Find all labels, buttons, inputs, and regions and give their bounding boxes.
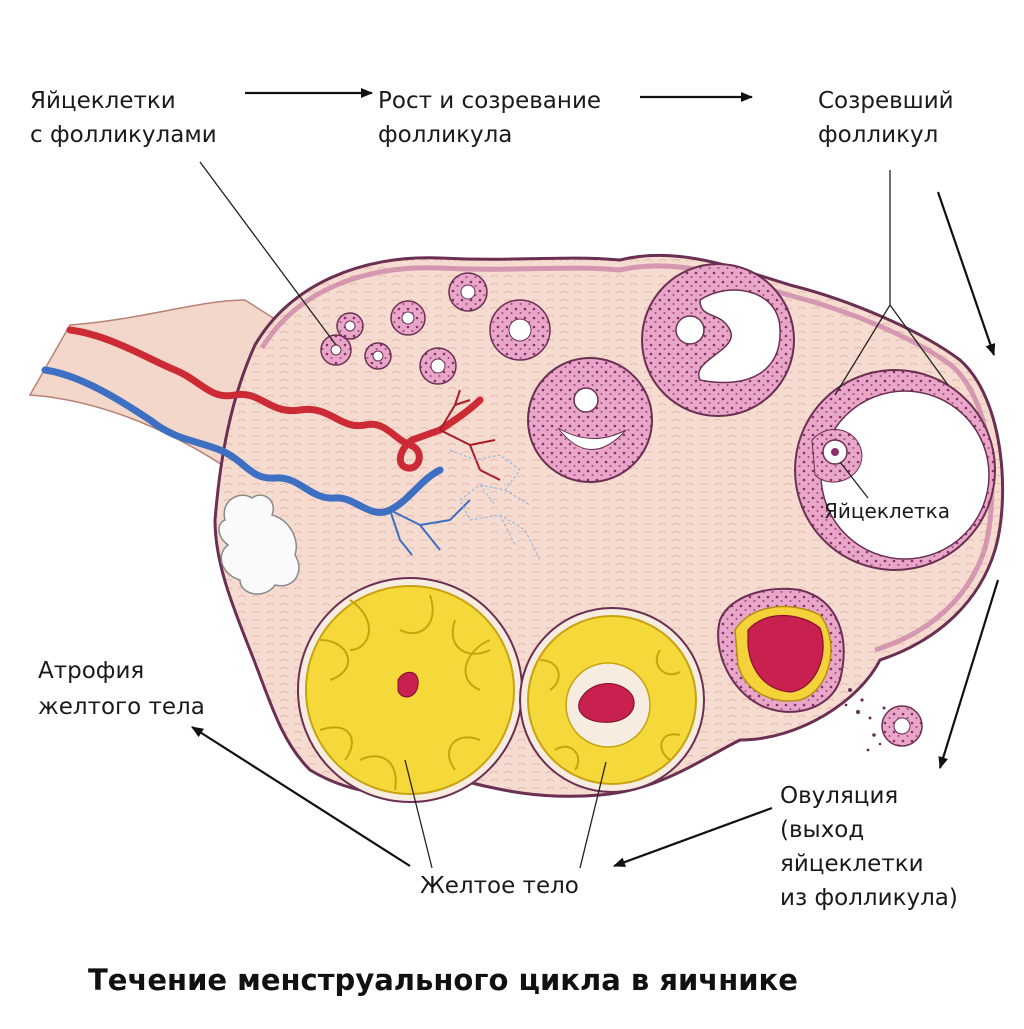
arrow-luteum-to-atrophy [191, 726, 411, 867]
label-atrophy-line2: желтого тела [38, 694, 205, 720]
label-eggs-follicles-line1: Яйцеклетки [30, 88, 176, 114]
pointer-mature-left [834, 304, 891, 396]
pointer-luteum-large [404, 759, 433, 869]
corpus-luteum-large [297, 577, 523, 803]
label-egg: Яйцеклетка [824, 499, 950, 523]
ovary-surface-layer [259, 263, 995, 653]
corpus-luteum-small [519, 607, 705, 793]
antral-follicle [641, 263, 795, 417]
growing-follicle [527, 357, 653, 483]
pointer-eggs [199, 161, 337, 346]
label-ovulation-line4: из фолликула) [780, 885, 958, 911]
label-ovulation-line2: (выход [780, 817, 864, 843]
diagram-title: Течение менструального цикла в яичнике [88, 963, 798, 997]
label-ovulation-line1: Овуляция [780, 783, 898, 809]
pointer-egg [839, 461, 869, 499]
label-mature-line2: фолликул [818, 122, 938, 148]
corpus-albicans [218, 494, 300, 595]
artery-branches [439, 389, 501, 481]
mature-follicle [794, 369, 996, 571]
label-growth-line1: Рост и созревание [378, 88, 601, 114]
released-egg [844, 688, 923, 752]
label-corpus-luteum: Желтое тело [420, 873, 579, 899]
label-atrophy-line1: Атрофия [38, 658, 144, 684]
vein-branches [389, 499, 471, 556]
label-ovulation-line3: яйцеклетки [780, 851, 924, 877]
artery [66, 326, 484, 472]
primordial-follicles [320, 272, 551, 385]
arrow-to-ovulation [938, 579, 1000, 769]
arrow-ovulation-to-luteum [613, 806, 773, 868]
ruptured-follicle [717, 587, 845, 713]
pointer-mature-right [889, 304, 949, 386]
label-mature-line1: Созревший [818, 88, 954, 114]
pointer-luteum-small [579, 761, 607, 869]
label-eggs-follicles-line2: с фолликулами [30, 122, 217, 148]
label-growth-line2: фолликула [378, 122, 512, 148]
arrow-mature-down [936, 191, 996, 356]
capillary-network [449, 449, 541, 561]
